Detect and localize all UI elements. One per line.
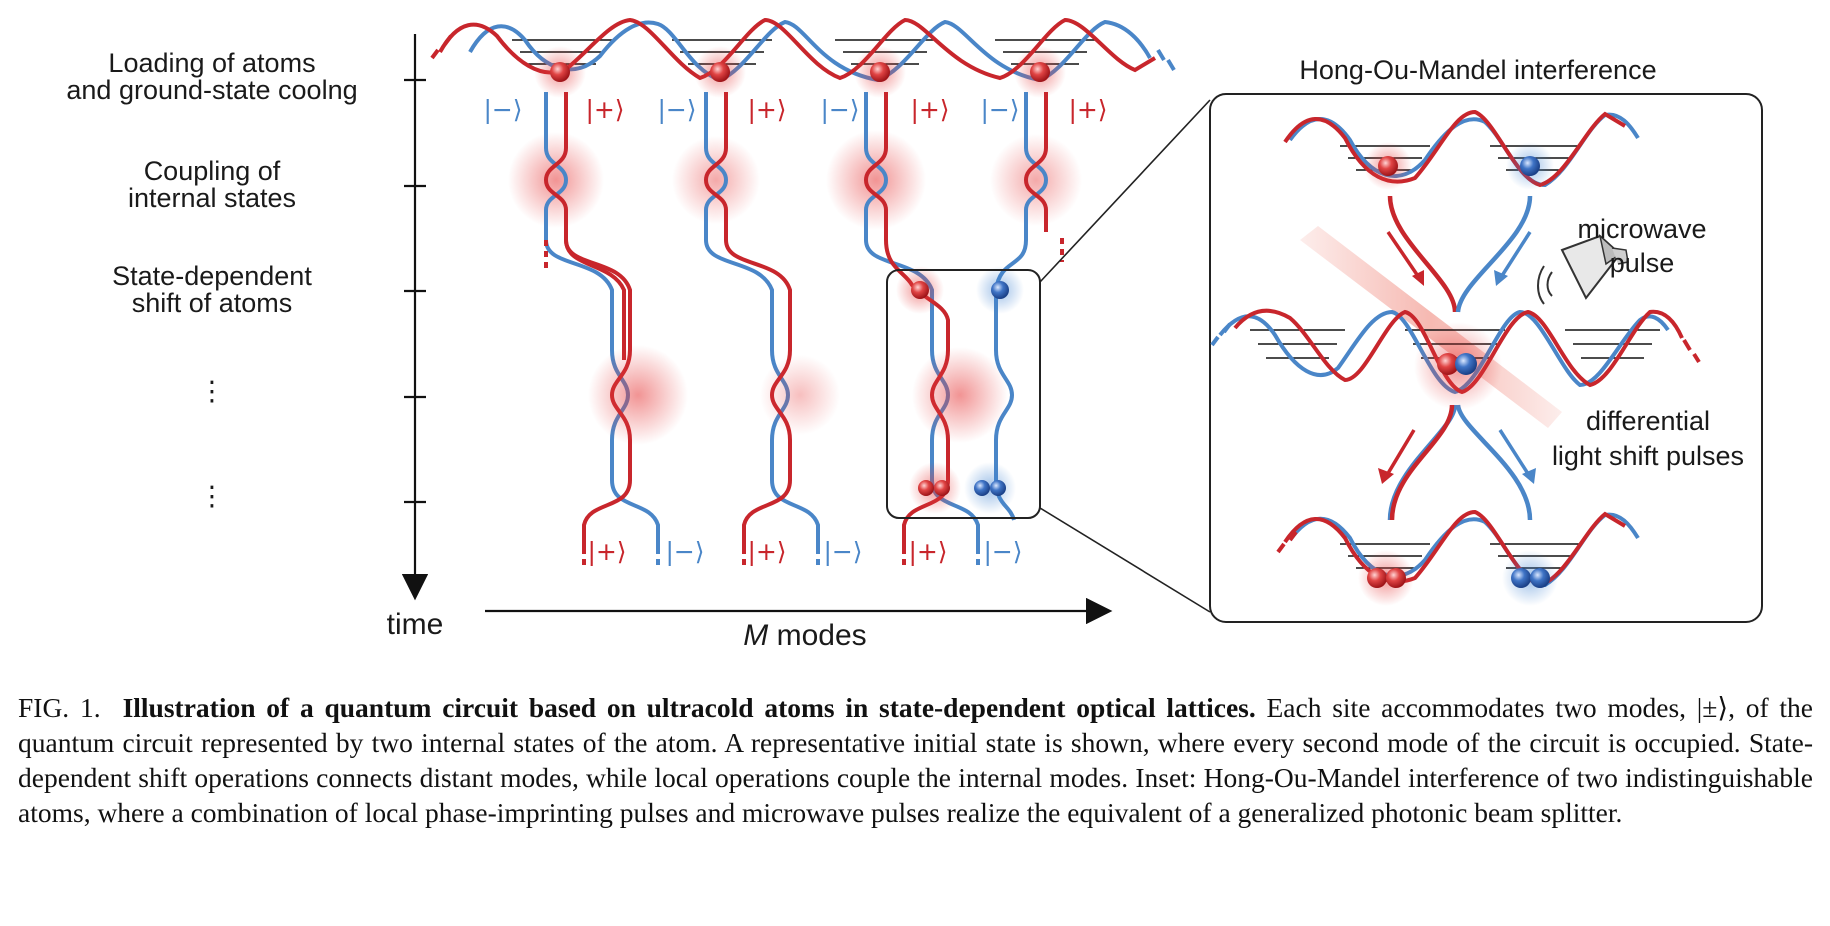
ket-plus: |+⟩ bbox=[747, 537, 786, 566]
step-labels: Loading of atoms and ground-state coolng… bbox=[66, 48, 357, 511]
ket-plus: |+⟩ bbox=[585, 95, 624, 124]
atom-red bbox=[870, 62, 890, 82]
atom-blue bbox=[974, 480, 990, 496]
figure: Loading of atoms and ground-state coolng… bbox=[66, 17, 1763, 652]
atom-red bbox=[1386, 568, 1406, 588]
quantum-circuit-diagram: Loading of atoms and ground-state coolng… bbox=[66, 17, 1763, 652]
inset-title: Hong-Ou-Mandel interference bbox=[1299, 55, 1656, 85]
coupling-glows-row1 bbox=[508, 130, 1082, 230]
caption-fig-label: FIG. 1. bbox=[18, 692, 101, 723]
inset-hom: Hong-Ou-Mandel interference bbox=[1209, 55, 1763, 623]
step-label-ellipsis-2: ⋮ bbox=[199, 481, 226, 511]
ket-plus: |+⟩ bbox=[747, 95, 786, 124]
coupling-glows-row2 bbox=[588, 345, 1008, 445]
circuit-box-atoms bbox=[896, 266, 1024, 514]
ket-minus: |−⟩ bbox=[983, 537, 1022, 566]
microwave-label-1: microwave bbox=[1577, 214, 1706, 244]
microwave-label-2: pulse bbox=[1610, 248, 1675, 278]
atom-red bbox=[1378, 156, 1398, 176]
step-label-ellipsis-1: ⋮ bbox=[199, 376, 226, 406]
arrow-down-right-icon bbox=[1498, 429, 1534, 481]
arrow-down-left-icon bbox=[1382, 429, 1416, 481]
top-kets: |−⟩ |+⟩ |−⟩ |+⟩ |−⟩ |+⟩ |−⟩ |+⟩ bbox=[483, 95, 1107, 124]
atom-red bbox=[1030, 62, 1050, 82]
atom-blue bbox=[1520, 156, 1540, 176]
atom-blue bbox=[1455, 353, 1477, 375]
modes-label-italic: M bbox=[743, 619, 768, 652]
lightshift-label-1: differential bbox=[1586, 406, 1710, 436]
figure-caption: FIG. 1. Illustration of a quantum circuit… bbox=[18, 690, 1813, 830]
bottom-kets: |+⟩ |−⟩ |+⟩ |−⟩ |+⟩ |−⟩ bbox=[587, 537, 1022, 566]
atom-blue bbox=[1511, 568, 1531, 588]
ket-minus: |−⟩ bbox=[483, 95, 522, 124]
top-atoms bbox=[534, 46, 1066, 98]
highlight-box bbox=[886, 269, 1041, 519]
arrow-down-left-icon bbox=[1496, 231, 1532, 283]
atom-red bbox=[550, 62, 570, 82]
caption-title: Illustration of a quantum circuit based … bbox=[122, 692, 1256, 723]
arrow-down-right-icon bbox=[1386, 231, 1424, 283]
inset-bottom-lattice bbox=[1276, 509, 1640, 606]
ket-minus: |−⟩ bbox=[980, 95, 1019, 124]
modes-axis: M modes bbox=[485, 597, 1113, 652]
atom-red bbox=[1437, 353, 1459, 375]
time-label: time bbox=[387, 608, 444, 641]
ket-plus: |+⟩ bbox=[1068, 95, 1107, 124]
atom-red bbox=[934, 480, 950, 496]
inset-top-lattice bbox=[1283, 109, 1640, 190]
ket-minus: |−⟩ bbox=[820, 95, 859, 124]
step-label-loading-1: Loading of atoms bbox=[108, 48, 315, 78]
atom-blue bbox=[991, 281, 1009, 299]
step-label-shift-1: State-dependent bbox=[112, 261, 312, 291]
lightshift-label-2: light shift pulses bbox=[1552, 441, 1744, 471]
time-axis: time bbox=[387, 34, 444, 641]
zoom-line-bottom bbox=[1039, 507, 1211, 613]
atom-blue bbox=[990, 480, 1006, 496]
atom-red bbox=[1367, 568, 1387, 588]
ket-plus: |+⟩ bbox=[910, 95, 949, 124]
microwave-horn-icon bbox=[1537, 233, 1629, 305]
caption-body: Each site accommodates two modes, |±⟩, o… bbox=[18, 692, 1814, 828]
atom-red bbox=[710, 62, 730, 82]
atom-blue bbox=[1530, 568, 1550, 588]
step-label-coupling-2: internal states bbox=[128, 183, 296, 213]
modes-label-rest: modes bbox=[768, 619, 866, 652]
step-label-loading-2: and ground-state coolng bbox=[66, 75, 357, 105]
ket-plus: |+⟩ bbox=[587, 537, 626, 566]
inset-middle-lattice bbox=[1210, 308, 1701, 410]
red-worldlines bbox=[543, 92, 1048, 548]
atom-red bbox=[911, 281, 929, 299]
step-label-shift-2: shift of atoms bbox=[132, 288, 293, 318]
ket-minus: |−⟩ bbox=[823, 537, 862, 566]
atom-red bbox=[918, 480, 934, 496]
ket-plus: |+⟩ bbox=[908, 537, 947, 566]
modes-label: M modes bbox=[743, 619, 866, 652]
zoom-line-top bbox=[1039, 99, 1211, 283]
ket-minus: |−⟩ bbox=[665, 537, 704, 566]
ket-minus: |−⟩ bbox=[657, 95, 696, 124]
step-label-coupling-1: Coupling of bbox=[144, 156, 281, 186]
